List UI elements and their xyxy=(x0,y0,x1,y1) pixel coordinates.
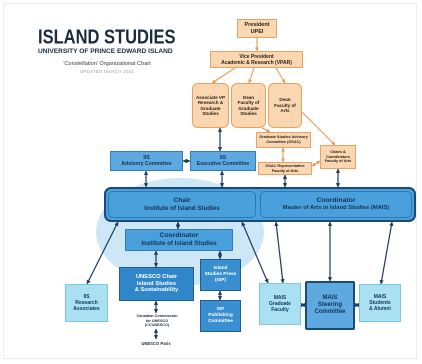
node-line: Executive Committee xyxy=(196,161,250,167)
leadership-band: Chair Institute of Island Studies Coordi… xyxy=(104,187,416,222)
node-line: Associates xyxy=(73,306,100,312)
unesco-chair-box: UNESCO Chair Island Studies & Sustainabi… xyxy=(119,267,194,301)
university-name: UNIVERSITY OF PRINCE EDWARD ISLAND xyxy=(38,48,173,55)
node-line: Dean xyxy=(279,97,291,103)
node-line: Canadian Commission xyxy=(136,314,178,319)
node-line: Publishing xyxy=(208,313,233,319)
unesco-paris-label: UNESCO Paris xyxy=(126,339,186,348)
node-title: Chair xyxy=(173,196,191,204)
chairs-coordinators-box: Chairs & Coordinators Faculty of Arts xyxy=(320,145,356,169)
node-line: Committee (GSAC) xyxy=(266,140,301,144)
node-subtitle: Academic & Research (VPAR) xyxy=(221,59,292,66)
node-line: Dean xyxy=(242,94,255,100)
iis-executive-committee-box: IIS Executive Committee xyxy=(190,151,256,171)
dean-arts-box: Dean Faculty of Arts xyxy=(268,83,302,128)
node-line: Research & xyxy=(197,100,224,105)
node-line: (ISP) xyxy=(215,277,226,283)
connector-chair-research-associates xyxy=(86,221,119,285)
node-line: Studies xyxy=(202,111,219,116)
node-line: Studies Press xyxy=(204,272,237,278)
node-line: Faculty of xyxy=(237,100,260,105)
node-title: Vice President xyxy=(239,53,274,60)
node-line: Graduate xyxy=(200,105,221,111)
node-title: President xyxy=(244,21,270,28)
node-line: & Sustainability xyxy=(134,287,179,294)
node-line: Coordinators xyxy=(326,154,350,159)
node-line: IIS xyxy=(83,294,90,300)
node-line: (CCUNESCO) xyxy=(144,323,170,328)
node-line: Research xyxy=(75,300,98,306)
node-line: Advisory Committee xyxy=(121,161,172,167)
associate-vp-box: Associate VP Research & Graduate Studies xyxy=(192,83,229,128)
isp-publishing-committee-box: ISP Publishing Committee xyxy=(200,300,241,332)
node-line: Graduate xyxy=(269,301,291,307)
node-subtitle: Institute of Island Studies xyxy=(144,204,220,212)
iis-advisory-committee-box: IIS Advisory Committee xyxy=(110,151,183,171)
island-studies-press-box: Island Studies Press (ISP) xyxy=(200,259,241,291)
connector-dean-arts-chairs xyxy=(301,111,336,146)
connector-coordinator-mais-students xyxy=(379,221,394,285)
node-line: GSAC Representative xyxy=(265,163,305,168)
node-line: Chairs & xyxy=(330,150,346,155)
node-line: Faculty of Arts xyxy=(324,159,352,164)
node-subtitle: UPEI xyxy=(250,28,264,35)
chart-name: ‘Constellation’ Organizational Chart xyxy=(63,61,151,67)
coordinator-mais-cell: Coordinator Master of Arts in Island Stu… xyxy=(260,191,412,218)
node-title: Coordinator xyxy=(159,232,199,240)
node-subtitle: Institute of Island Studies xyxy=(141,240,217,248)
node-line: Studies xyxy=(240,111,257,116)
connector-coordinator-mais-faculty xyxy=(274,221,285,284)
ccunesco-label: Canadian Commission for UNESCO (CCUNESCO… xyxy=(122,313,192,329)
node-line: ISP xyxy=(216,307,225,313)
chair-iis-cell: Chair Institute of Island Studies xyxy=(108,191,256,218)
node-subtitle: Master of Arts in Island Studies (MAIS) xyxy=(282,205,390,212)
node-line: Committee xyxy=(314,309,346,316)
node-line: MAIS xyxy=(373,294,387,300)
node-line: & Alumni xyxy=(369,306,391,312)
gsac-box: Graduate Studies Advisory Committee (GSA… xyxy=(256,132,311,148)
node-line: Faculty of Arts xyxy=(271,168,299,173)
gsac-representative-box: GSAC Representative Faculty of Arts xyxy=(258,162,312,175)
node-line: IIS xyxy=(143,154,150,161)
dean-graduate-box: Dean Faculty of Graduate Studies xyxy=(231,83,266,128)
updated-date: UPDATED MARCH 2021 xyxy=(79,69,135,74)
node-line: Graduate xyxy=(238,105,259,111)
connector-vpar-associate-vp xyxy=(211,67,236,84)
connector-vpar-dean-graduate xyxy=(248,67,255,84)
connector-dean-graduate-gsac xyxy=(261,127,271,133)
node-line: Arts xyxy=(280,108,290,114)
node-line: IIS xyxy=(219,154,227,161)
node-line: MAIS xyxy=(273,295,287,301)
mais-graduate-faculty-box: MAIS Graduate Faculty xyxy=(259,283,301,325)
coordinator-iis-box: Coordinator Institute of Island Studies xyxy=(125,229,233,251)
node-title: Coordinator xyxy=(316,196,356,204)
node-line: UNESCO Chair xyxy=(135,273,178,280)
node-line: Students xyxy=(369,300,391,306)
node-line: Graduate Studies Advisory xyxy=(259,135,308,140)
iis-research-associates-box: IIS Research Associates xyxy=(65,284,108,322)
node-line: MAIS xyxy=(322,294,338,301)
vpar-box: Vice President Academic & Research (VPAR… xyxy=(210,51,303,68)
page-title: ISLAND STUDIES xyxy=(38,26,176,49)
node-line: for UNESCO xyxy=(145,318,169,323)
president-box: President UPEI xyxy=(237,19,277,38)
node-line: Committee xyxy=(208,318,233,324)
node-line: Associate VP xyxy=(195,94,226,100)
mais-steering-committee-box: MAIS Steering Committee xyxy=(305,281,355,330)
node-line: Faculty xyxy=(271,307,289,313)
node-line: Island Studies xyxy=(136,280,177,287)
node-line: Faculty of xyxy=(274,102,296,108)
connector-chair-mais-faculty xyxy=(241,221,269,284)
mais-students-alumni-box: MAIS Students & Alumni xyxy=(359,284,401,322)
node-line: UNESCO Paris xyxy=(141,340,171,346)
node-line: Steering xyxy=(317,301,342,308)
node-line: Island xyxy=(213,266,228,272)
connector-chairs-gsac-rep xyxy=(311,160,321,167)
connector-vpar-dean-arts xyxy=(275,67,286,84)
